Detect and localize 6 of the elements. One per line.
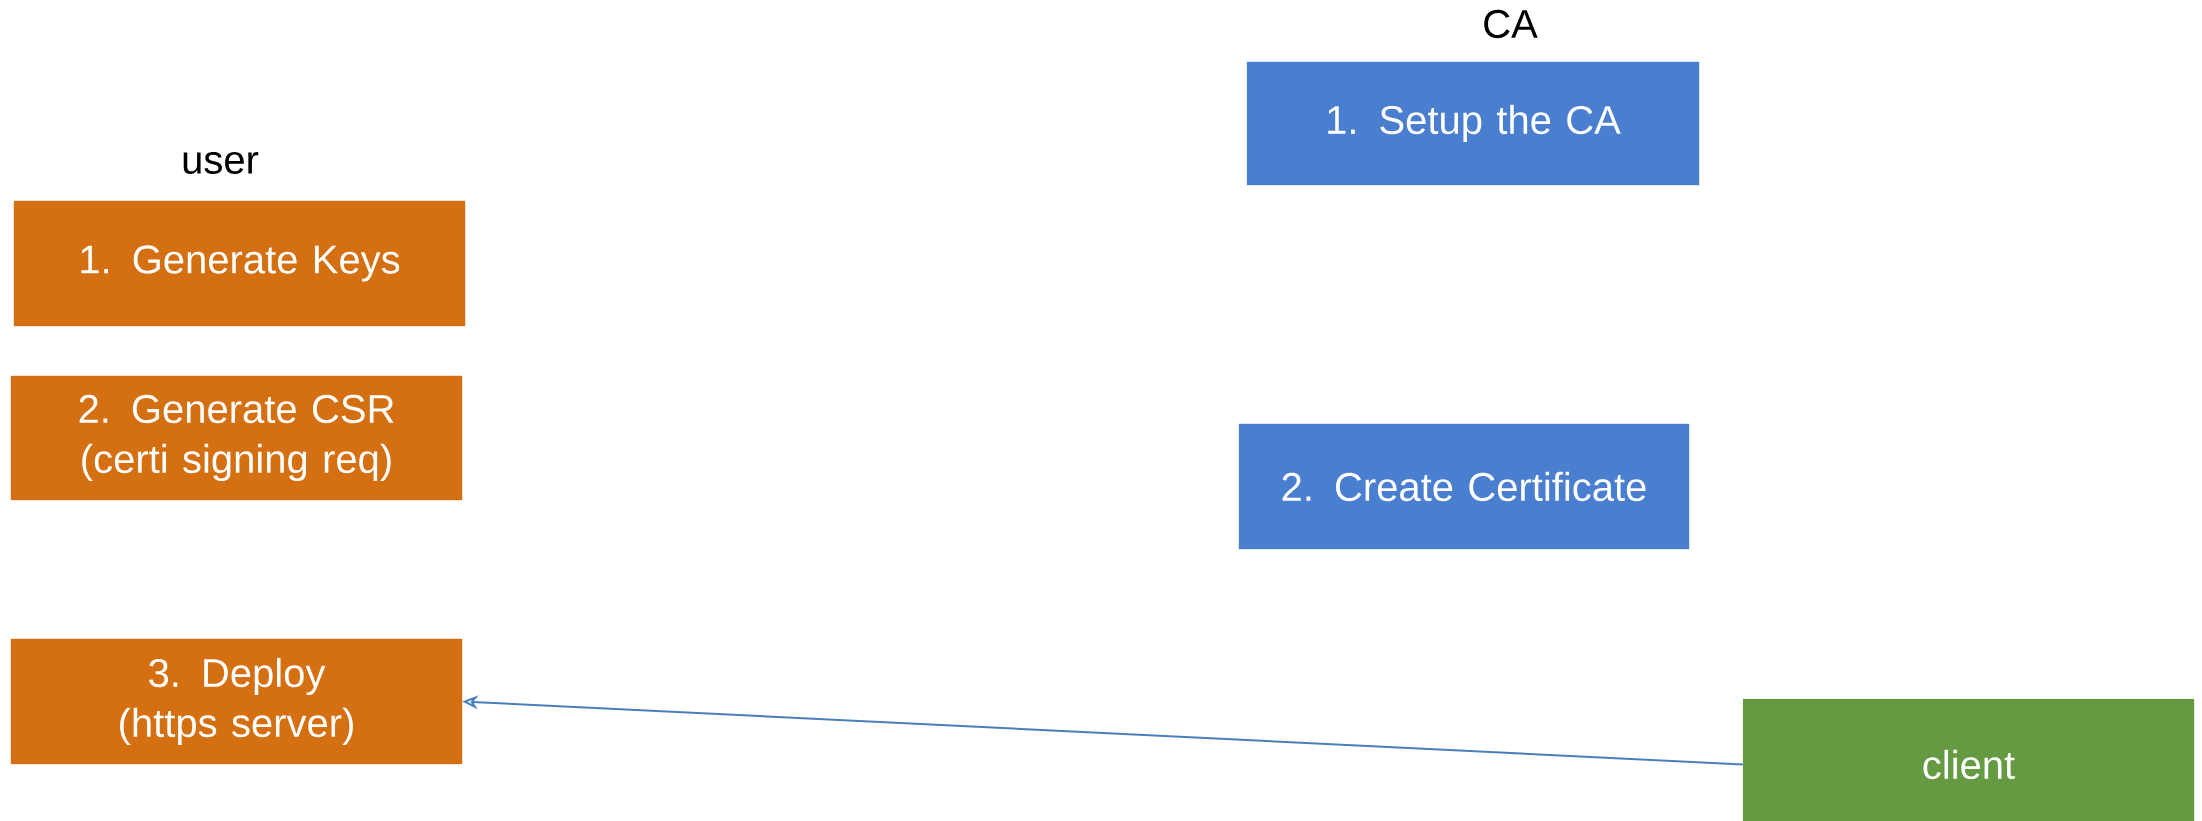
process-box: 2. Create Certificate <box>1238 423 1690 550</box>
process-box: 1. Generate Keys <box>13 200 466 327</box>
process-box: client <box>1742 698 2195 821</box>
process-box: 3. Deploy (https server) <box>10 638 463 765</box>
process-box: 1. Setup the CA <box>1246 61 1700 186</box>
process-box: 2. Generate CSR (certi signing req) <box>10 375 463 501</box>
